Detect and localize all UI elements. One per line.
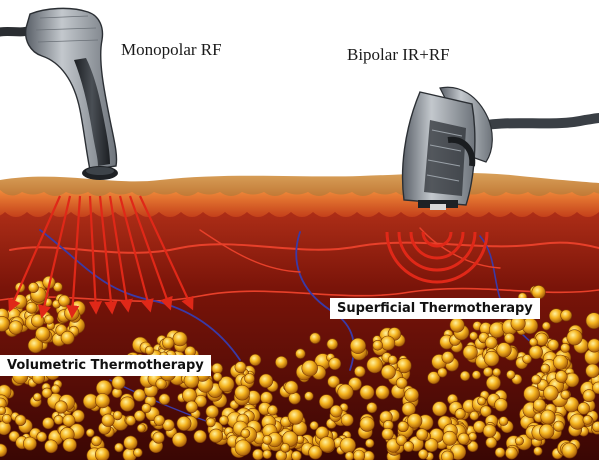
volumetric-thermotherapy-label: Volumetric Thermotherapy [0, 355, 211, 376]
bipolar-energy-arcs [385, 231, 489, 284]
monopolar-handpiece-icon [0, 7, 118, 180]
bipolar-handpiece-icon [401, 86, 599, 210]
monopolar-rf-label: Monopolar RF [121, 40, 222, 59]
bipolar-ir-rf-label: Bipolar IR+RF [347, 45, 450, 64]
monopolar-energy-rays [8, 195, 194, 319]
superficial-thermotherapy-label: Superficial Thermotherapy [330, 298, 540, 319]
